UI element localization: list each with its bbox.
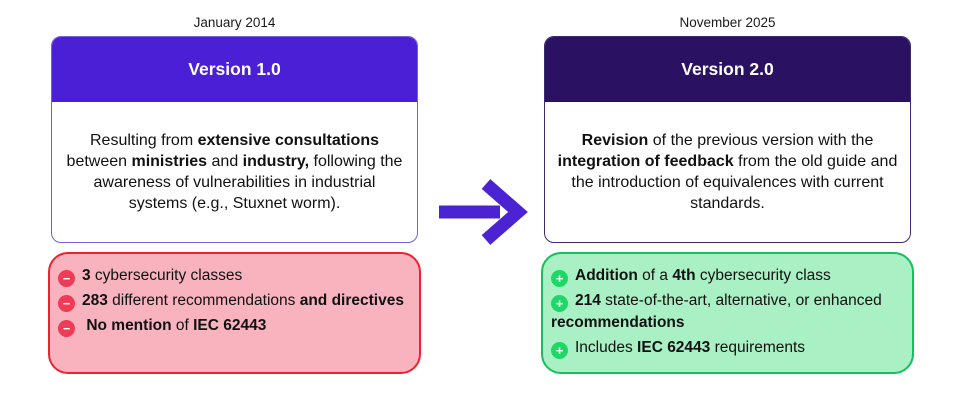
- plus-icon: +: [551, 295, 568, 312]
- version-2-description-text: Revision of the previous version with th…: [557, 132, 898, 212]
- plus-icon: +: [551, 270, 568, 287]
- plus-icon: +: [551, 342, 568, 359]
- version-2-panel: November 2025 Version 2.0 Revision of th…: [541, 10, 914, 374]
- list-item: − No mention of IEC 62443: [58, 315, 405, 337]
- list-item-text: 3 cybersecurity classes: [82, 267, 243, 284]
- version-2-improvements-box: + Addition of a 4th cybersecurity class +…: [541, 252, 914, 374]
- list-item-text: Includes IEC 62443 requirements: [575, 339, 806, 356]
- arrow-right-icon: [439, 179, 528, 245]
- version-1-title: Version 1.0: [52, 37, 417, 102]
- version-2-description: Revision of the previous version with th…: [545, 102, 910, 242]
- minus-icon: −: [58, 295, 75, 312]
- list-item: −3 cybersecurity classes: [58, 265, 405, 287]
- version-2-date-label: November 2025: [679, 15, 776, 30]
- list-item-text: Addition of a 4th cybersecurity class: [575, 267, 831, 284]
- list-item: + Includes IEC 62443 requirements: [551, 337, 898, 359]
- list-item: +214 state-of-the-art, alternative, or e…: [551, 290, 898, 334]
- list-item-text: 283 different recommendations and direct…: [82, 292, 404, 309]
- list-item-text: No mention of IEC 62443: [86, 317, 267, 334]
- list-item-text: 214 state-of-the-art, alternative, or en…: [551, 292, 882, 331]
- version-1-description: Resulting from extensive consultations b…: [52, 102, 417, 242]
- version-2-card: Version 2.0 Revision of the previous ver…: [544, 36, 911, 243]
- version-1-drawbacks-box: −3 cybersecurity classes −283 different …: [48, 252, 421, 374]
- version-1-description-text: Resulting from extensive consultations b…: [66, 132, 403, 212]
- minus-icon: −: [58, 320, 75, 337]
- version-1-panel: January 2014 Version 1.0 Resulting from …: [48, 10, 421, 374]
- minus-icon: −: [58, 270, 75, 287]
- list-item: −283 different recommendations and direc…: [58, 290, 405, 312]
- version-1-date-label: January 2014: [193, 15, 276, 30]
- version-1-card: Version 1.0 Resulting from extensive con…: [51, 36, 418, 243]
- version-2-title: Version 2.0: [545, 37, 910, 102]
- list-item: + Addition of a 4th cybersecurity class: [551, 265, 898, 287]
